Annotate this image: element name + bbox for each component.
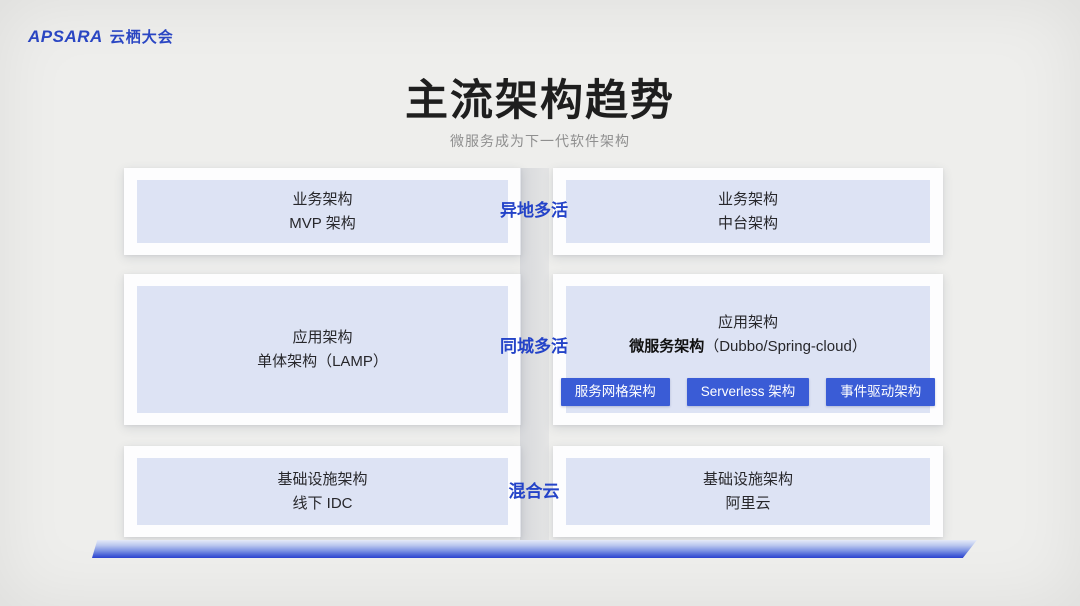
tag-serverless: Serverless 架构 — [686, 377, 810, 406]
card-application-architecture-right: 应用架构 微服务架构（Dubbo/Spring-cloud） 服务网格架构 Se… — [553, 274, 943, 425]
logo-event-name: 云栖大会 — [109, 29, 174, 46]
panel-line: 中台架构 — [717, 214, 778, 232]
panel-microservices: 应用架构 微服务架构（Dubbo/Spring-cloud） 服务网格架构 Se… — [560, 286, 936, 413]
panel-business-mvp: 业务架构 MVP 架构 — [137, 180, 508, 243]
panel-line: 阿里云 — [725, 494, 771, 512]
panel-line: 应用架构 — [292, 328, 353, 346]
label-hybrid-cloud: 混合云 — [508, 482, 560, 501]
panel-business-middle-platform: 业务架构 中台架构 — [566, 180, 930, 243]
panel-offline-idc: 基础设施架构 线下 IDC — [137, 458, 508, 525]
panel-line: 基础设施架构 — [277, 470, 368, 488]
panel-monolith-lamp: 应用架构 单体架构（LAMP） — [137, 286, 508, 413]
platform-bar — [92, 540, 977, 558]
card-business-architecture-right: 业务架构 中台架构 — [553, 168, 943, 255]
logo: APSARA 云栖大会 — [28, 26, 174, 47]
center-connector-strip — [520, 168, 549, 540]
card-infrastructure-left: 基础设施架构 线下 IDC — [124, 446, 521, 537]
panel-line: 单体架构（LAMP） — [257, 352, 388, 370]
label-local-multi-active: 同城多活 — [500, 337, 568, 356]
apsara-logo: APSARA — [28, 27, 103, 46]
tag-event-driven: 事件驱动架构 — [826, 377, 936, 406]
card-business-architecture-left: 业务架构 MVP 架构 — [124, 168, 521, 255]
panel-line: 基础设施架构 — [702, 470, 793, 488]
panel-alibaba-cloud: 基础设施架构 阿里云 — [566, 458, 930, 525]
panel-line: MVP 架构 — [289, 214, 356, 232]
card-infrastructure-right: 基础设施架构 阿里云 — [553, 446, 943, 537]
panel-line: 线下 IDC — [292, 494, 353, 512]
microservices-tech-text: （Dubbo/Spring-cloud） — [704, 337, 867, 355]
panel-line: 应用架构 — [717, 313, 778, 331]
card-application-architecture-left: 应用架构 单体架构（LAMP） — [124, 274, 521, 425]
panel-line: 微服务架构（Dubbo/Spring-cloud） — [629, 335, 867, 359]
architecture-tag-row: 服务网格架构 Serverless 架构 事件驱动架构 — [560, 377, 936, 406]
page-title: 主流架构趋势 — [405, 77, 675, 125]
panel-line: 业务架构 — [292, 190, 353, 208]
microservices-bold-text: 微服务架构 — [629, 337, 705, 355]
panel-line: 业务架构 — [717, 190, 778, 208]
tag-service-mesh: 服务网格架构 — [560, 377, 670, 406]
label-remote-multi-active: 异地多活 — [500, 201, 568, 220]
page-subtitle: 微服务成为下一代软件架构 — [450, 133, 630, 149]
